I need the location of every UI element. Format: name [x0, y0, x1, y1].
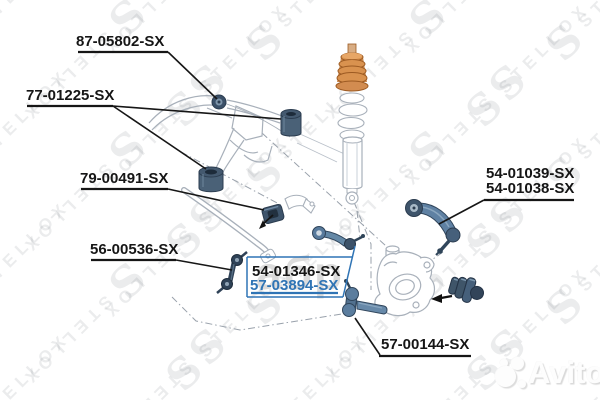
- stabilizer-bar: [181, 187, 276, 264]
- boot-arrow: [431, 294, 453, 303]
- label-stabilizer-link: 56-00536-SX: [90, 241, 179, 258]
- stabilizer-bracket: [284, 194, 316, 214]
- leader-lines: [27, 50, 574, 358]
- highlight-callout-box: [246, 245, 356, 298]
- lateral-arm: [312, 226, 365, 250]
- label-lateral-arm: 54-01346-SX: [252, 263, 341, 280]
- knuckle-lineart: [374, 245, 436, 317]
- stabilizer-bushing-arrow: [259, 214, 274, 229]
- label-upper-arm-alt: 54-01038-SX: [486, 180, 575, 197]
- bump-stop: [335, 52, 369, 92]
- boot-bushing: [448, 276, 485, 303]
- shock-body: [342, 136, 363, 205]
- label-stabilizer-bushing: 79-00491-SX: [80, 170, 169, 187]
- toe-arm: [342, 279, 388, 317]
- subframe-lower-bushing: [198, 166, 224, 193]
- label-subframe-bushings: 77-01225-SX: [26, 87, 115, 104]
- label-toe-arm: 57-00144-SX: [381, 336, 470, 353]
- label-lateral-arm-alt-link[interactable]: 57-03894-SX: [250, 277, 339, 294]
- stabilizer-link: [216, 251, 248, 294]
- subframe-rear-bushing: [280, 109, 302, 137]
- label-upper-arm: 54-01039-SX: [486, 165, 575, 182]
- spring-seat-rings: [337, 92, 368, 141]
- upper-arm: [405, 199, 461, 256]
- subframe-lineart: [148, 95, 350, 173]
- label-subframe-front-bushing: 87-05802-SX: [76, 33, 165, 50]
- shock-absorber: [335, 43, 369, 205]
